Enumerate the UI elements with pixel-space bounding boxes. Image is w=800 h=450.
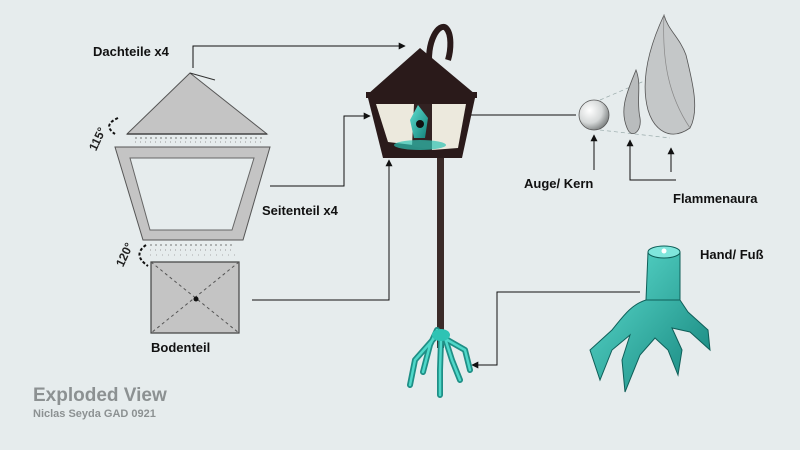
- base-panel: [150, 261, 240, 334]
- side-label: Seitenteil x4: [262, 203, 338, 218]
- hand-foot-label: Hand/ Fuß: [700, 247, 764, 262]
- eye-core-label: Auge/ Kern: [524, 176, 594, 191]
- hand-foot: [589, 245, 711, 393]
- roof-panel: [125, 72, 269, 143]
- flame-aura: [623, 13, 696, 135]
- roof-angle-arc: [108, 117, 119, 135]
- assembled-lantern: [366, 23, 477, 398]
- side-panel: [114, 146, 271, 256]
- roof-label: Dachteile x4: [93, 44, 169, 59]
- eye-core-sphere: [578, 99, 610, 131]
- author-credit: Niclas Seyda GAD 0921: [33, 408, 156, 420]
- base-angle-arc: [138, 244, 149, 267]
- sheet-title: Exploded View: [33, 385, 167, 406]
- base-label: Bodenteil: [151, 340, 211, 355]
- flame-aura-label: Flammenaura: [673, 191, 758, 206]
- connector-lines: [192, 42, 676, 369]
